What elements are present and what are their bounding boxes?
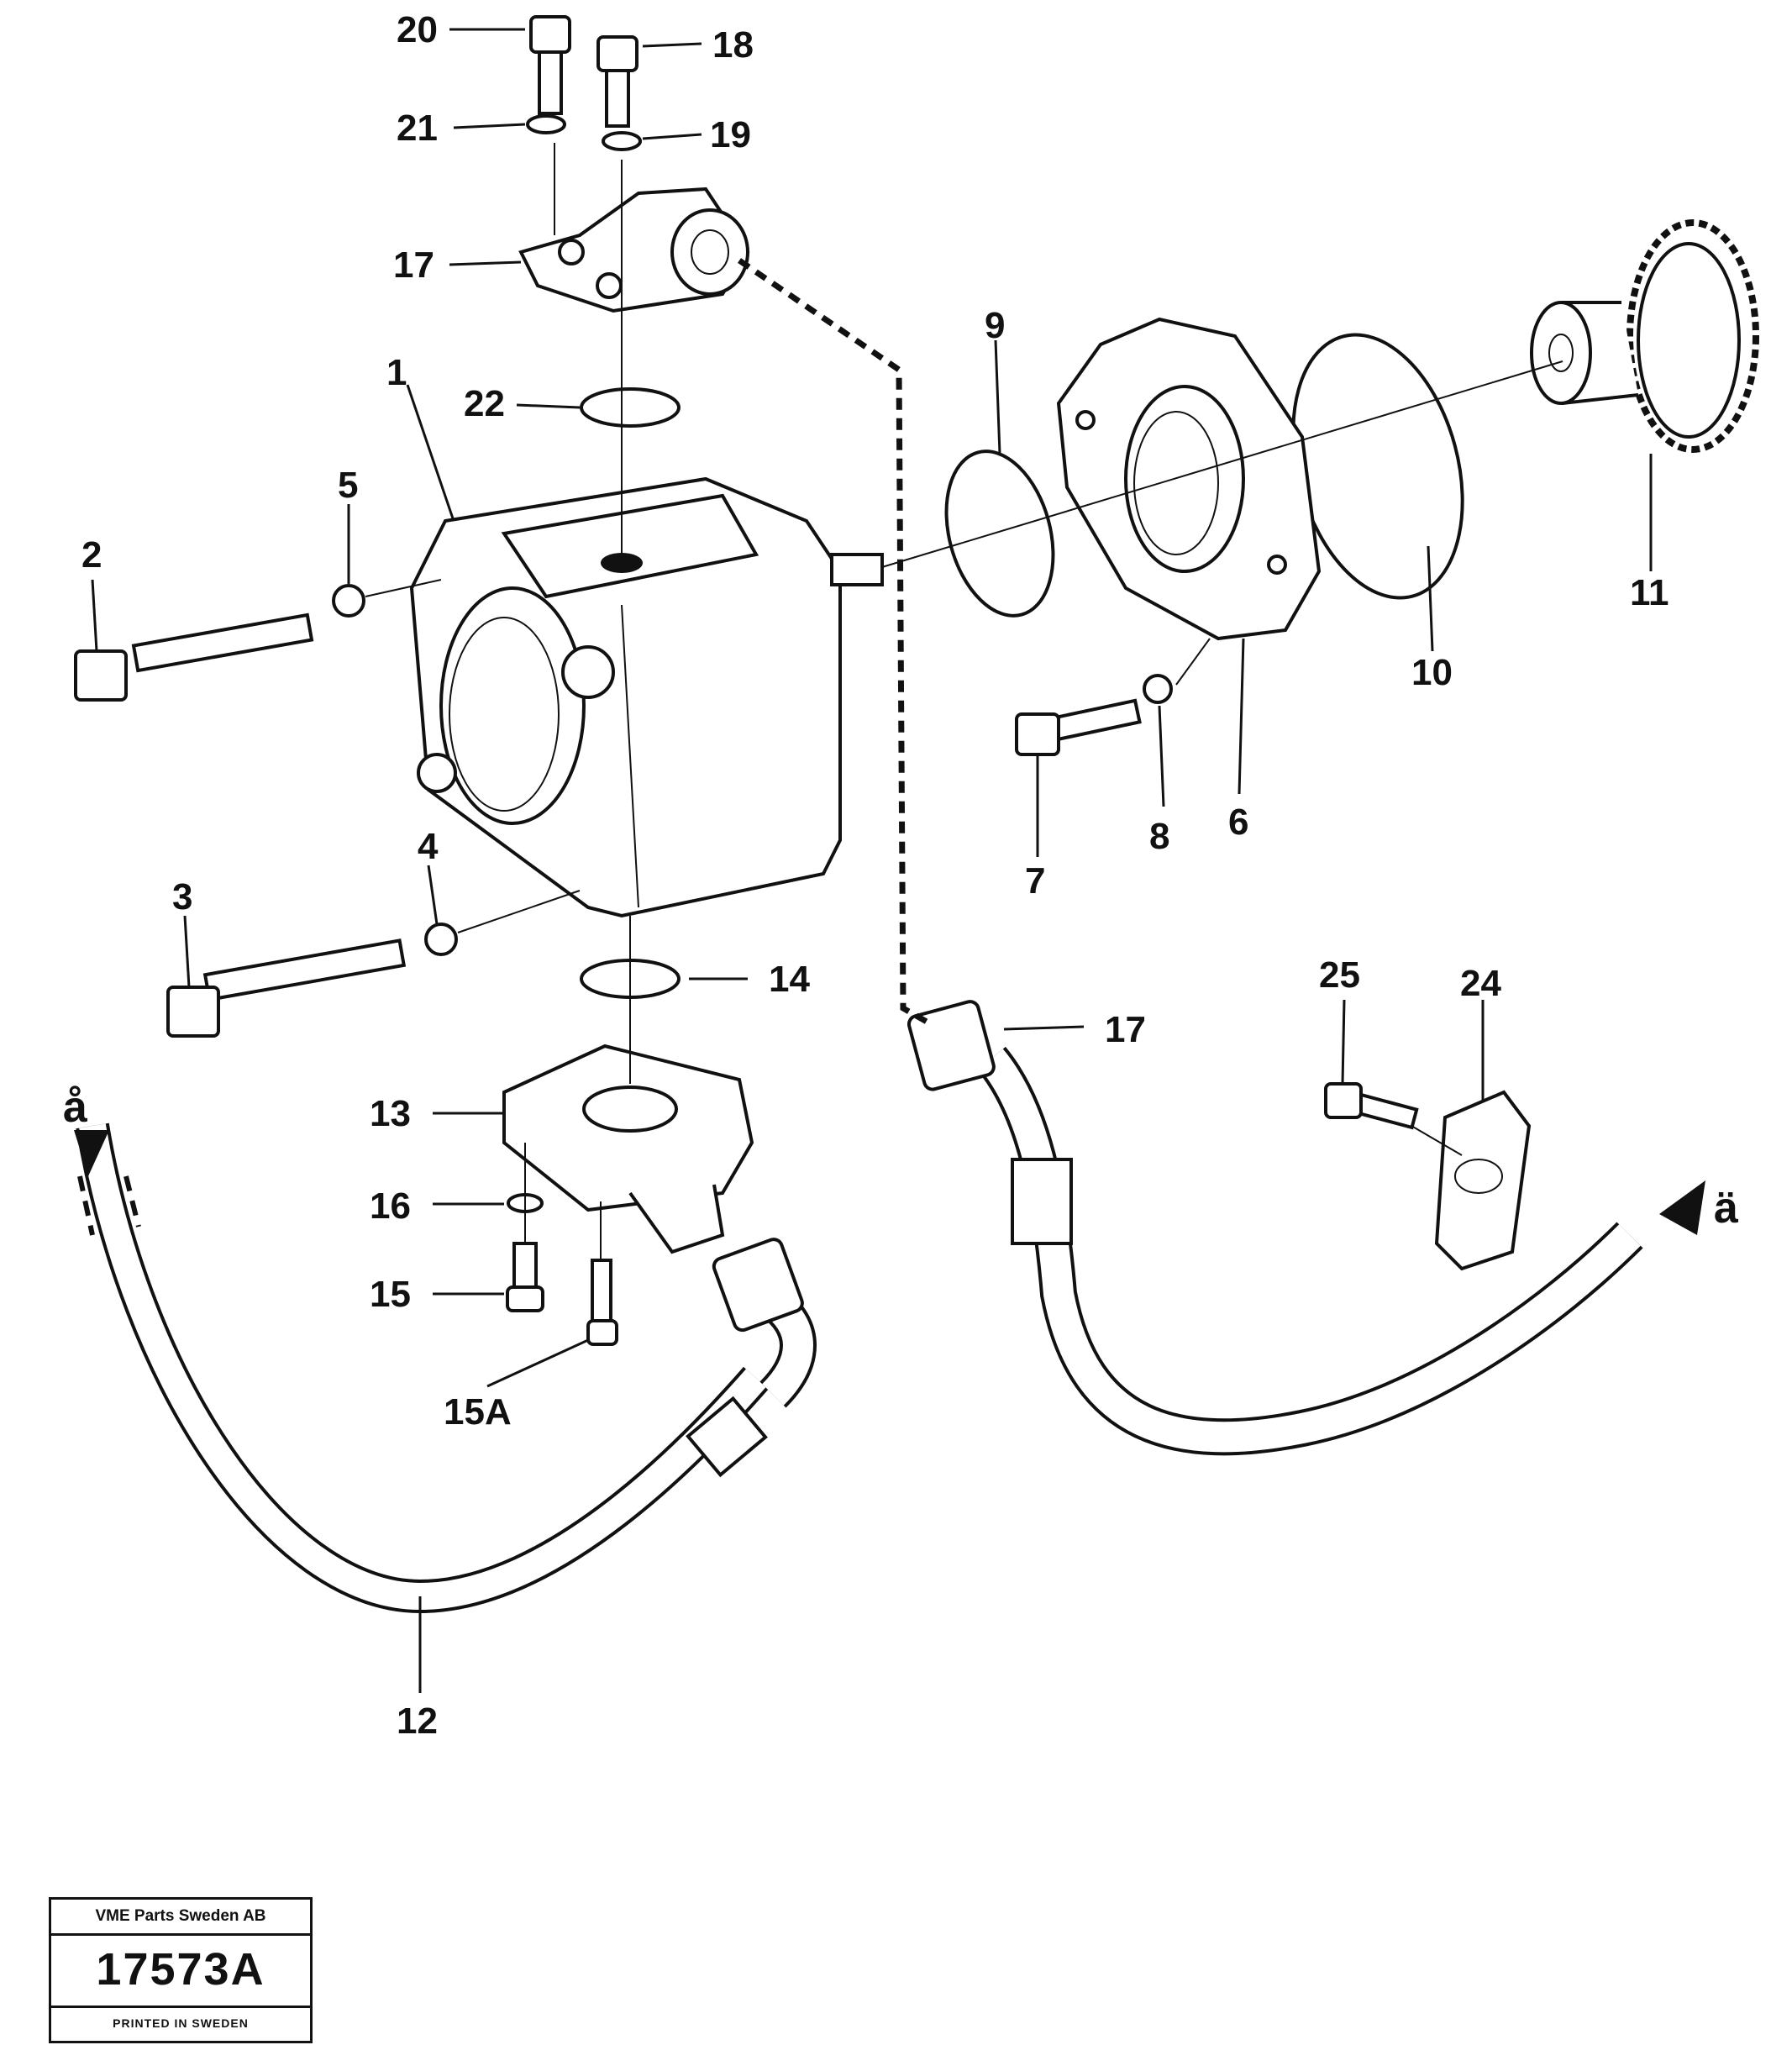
bolt-15a [586,1259,618,1346]
callout-18: 17 [393,244,434,286]
callout-21: 20 [397,9,438,50]
connection-mark-right: ä [1714,1184,1739,1233]
bolt-25 [1324,1082,1419,1130]
hose-right [976,1046,1643,1456]
hose-clamp [1434,1090,1532,1271]
callout-14: 14 [769,959,810,1000]
washer-22 [526,114,566,134]
union-nut-12 [712,1238,804,1333]
callout-11: 11 [1630,572,1669,613]
callout-10: 10 [1411,652,1453,693]
pump-body [409,476,884,918]
callout-13: 13 [370,1093,411,1134]
callout-15: 15 [370,1274,411,1315]
callout-23: 22 [464,383,505,424]
callout-1: 1 [386,352,407,393]
callout-15a: 15A [444,1391,512,1433]
drive-gear [1530,219,1759,453]
outlet-flange [518,187,750,313]
callout-17: 17 [1105,1009,1146,1050]
callout-16: 16 [370,1185,411,1227]
title-block-printed: PRINTED IN SWEDEN [51,2006,310,2038]
bolt-21 [529,15,571,115]
inlet-flange [502,1044,754,1254]
arrow-right-icon [1659,1180,1705,1235]
callout-19: 18 [712,24,754,66]
callout-3: 3 [172,876,192,917]
o-ring-9 [944,449,1055,618]
arrow-left-icon [74,1130,109,1176]
bolt-3 [166,938,407,1038]
washer-20 [602,131,642,151]
washer-4 [424,923,458,956]
callout-8: 8 [1149,816,1169,857]
callout-7: 7 [1025,860,1045,902]
callout-6: 6 [1228,802,1248,843]
connection-mark-left: å [63,1083,88,1132]
callout-4: 4 [418,826,439,867]
o-ring-23 [580,387,681,428]
title-block: VME Parts Sweden AB 17573A PRINTED IN SW… [49,1897,313,2043]
center-lines [365,143,1563,1260]
title-block-company: VME Parts Sweden AB [51,1900,310,1936]
title-block-number: 17573A [96,1944,265,1995]
callout-25: 25 [1319,954,1360,996]
callout-22: 21 [397,108,438,149]
leader-lines [91,28,1653,1693]
bolt-19 [596,35,638,128]
callout-9: 9 [985,305,1005,346]
callout-20: 19 [710,114,751,155]
adapter-plate [1056,317,1322,641]
bolt-7 [1015,698,1142,756]
bolt-2 [74,612,314,702]
callout-12: 12 [397,1701,438,1742]
washer-8 [1143,674,1173,704]
callout-5: 5 [338,465,358,506]
callout-24: 24 [1460,963,1501,1004]
bolt-15 [506,1242,544,1312]
callout-labels: 20 18 21 19 17 22 1 5 2 3 4 9 10 11 6 8 … [63,9,1739,1742]
washer-5 [332,584,365,618]
callout-2: 2 [81,534,102,576]
union-nut-17 [907,1000,996,1091]
